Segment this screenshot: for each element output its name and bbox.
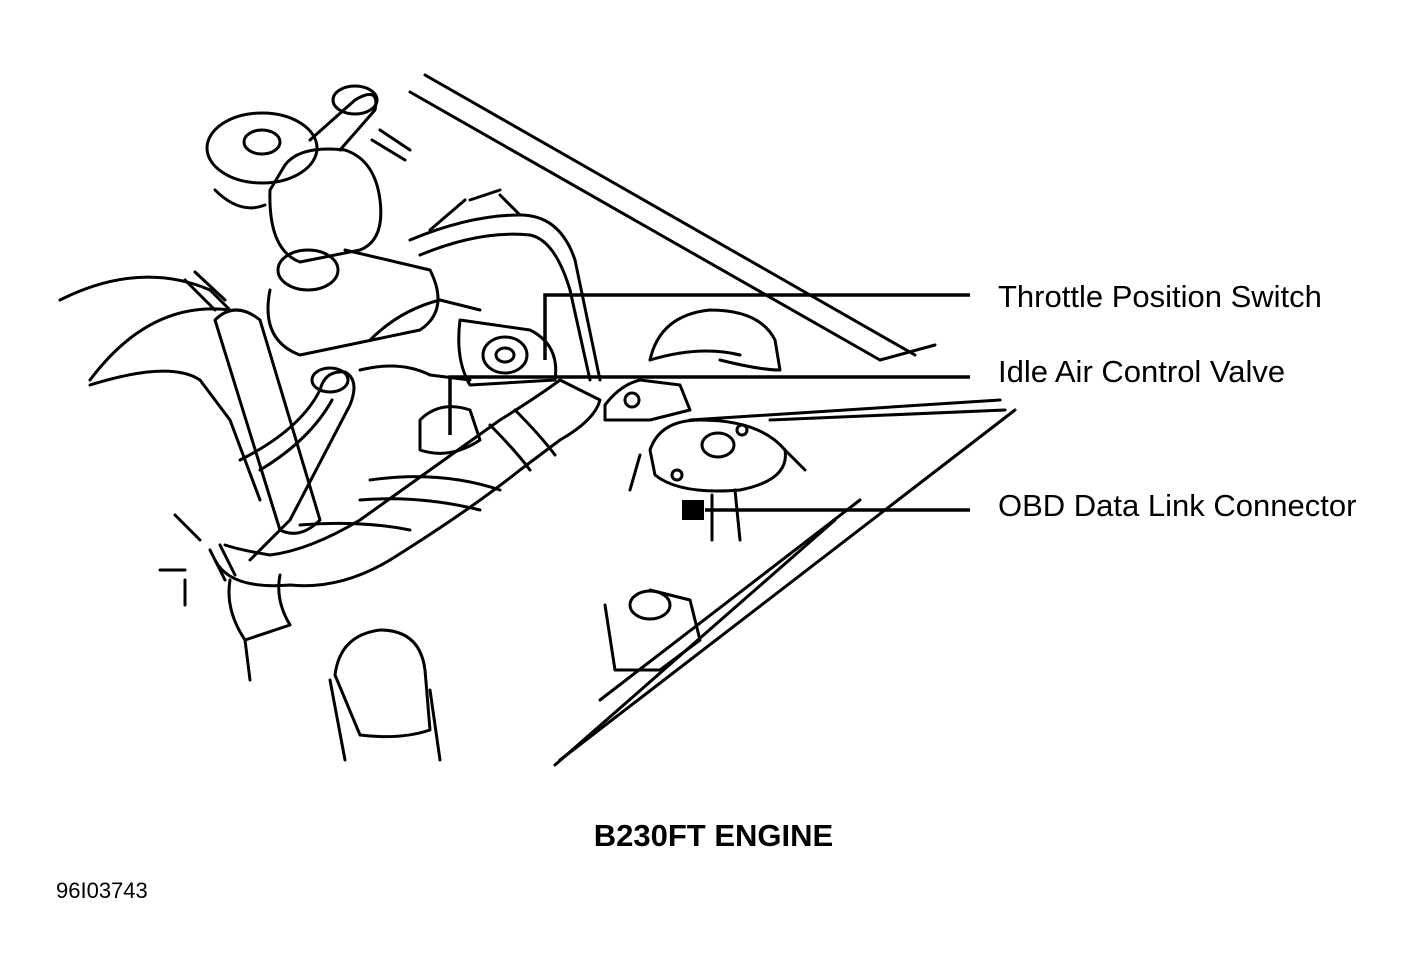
battery-post — [628, 589, 672, 621]
lower-cylinder — [333, 628, 432, 739]
frame-line — [88, 369, 262, 502]
air-cleaner-tube — [213, 308, 322, 535]
leader-line-throttle-position-switch — [543, 293, 970, 360]
reservoir-body — [268, 147, 383, 264]
frame-line — [710, 488, 742, 542]
brace-line — [768, 408, 1007, 422]
hood-edge-line — [408, 90, 882, 362]
brace-line — [688, 398, 1002, 422]
lower-cylinder-lines — [328, 678, 442, 762]
lower-hose — [213, 378, 602, 588]
intake-pipe — [238, 370, 356, 562]
fuel-line — [298, 521, 412, 532]
strut-bolt — [735, 423, 749, 437]
throttle-body — [457, 318, 558, 387]
caption-text: B230FT ENGINE — [593, 818, 834, 853]
wire-harness — [428, 188, 522, 232]
strut-bolt — [670, 468, 684, 482]
strut-top — [700, 431, 736, 459]
reservoir-hose — [370, 128, 412, 162]
filler-cap — [205, 111, 319, 185]
callout-idle-air-control-valve: Idle Air Control Valve — [998, 354, 1286, 389]
canister-rim — [648, 349, 742, 362]
throttle-cable — [358, 364, 472, 382]
fender-line — [878, 343, 937, 362]
throttle-body-disc — [481, 335, 529, 375]
callout-throttle-position-switch: Throttle Position Switch — [998, 279, 1322, 314]
frame-line — [243, 638, 252, 682]
expansion-tank — [266, 248, 440, 357]
throttle-body-disc-inner — [494, 346, 516, 364]
wire-harness — [418, 232, 592, 382]
figure-number: 96I03743 — [56, 878, 148, 903]
filler-cap-inner — [242, 128, 282, 156]
fuel-line — [368, 475, 502, 492]
left-hose — [213, 188, 267, 210]
intake-pipe-inner — [258, 398, 334, 472]
hose-clamp — [183, 270, 227, 312]
frame-line — [158, 513, 202, 607]
diagram-caption: B230FT ENGINE — [0, 818, 1421, 854]
valve-body — [418, 405, 482, 455]
strut-bracket — [628, 448, 807, 492]
bracket-bolt — [623, 391, 641, 409]
upper-radiator-hose — [58, 275, 232, 382]
expansion-cap — [276, 248, 340, 292]
throttle-linkage — [368, 298, 482, 342]
radiator-support-line — [558, 408, 1017, 762]
mounting-bracket — [603, 378, 692, 422]
reservoir-top-cap — [331, 84, 379, 116]
intake-flange — [310, 366, 350, 394]
canister — [648, 308, 782, 372]
hood-edge-line — [423, 73, 917, 357]
radiator-support-line — [598, 498, 862, 702]
leader-line-idle-air-control-valve — [448, 375, 970, 435]
obd-connector-marker — [682, 500, 704, 520]
fuel-line — [358, 497, 482, 512]
lower-hose-clamp — [208, 543, 237, 582]
battery-terminal — [603, 588, 702, 672]
callout-obd-data-link-connector: OBD Data Link Connector — [998, 488, 1357, 523]
reservoir-neck — [308, 92, 378, 152]
lower-hose-band — [488, 408, 557, 472]
